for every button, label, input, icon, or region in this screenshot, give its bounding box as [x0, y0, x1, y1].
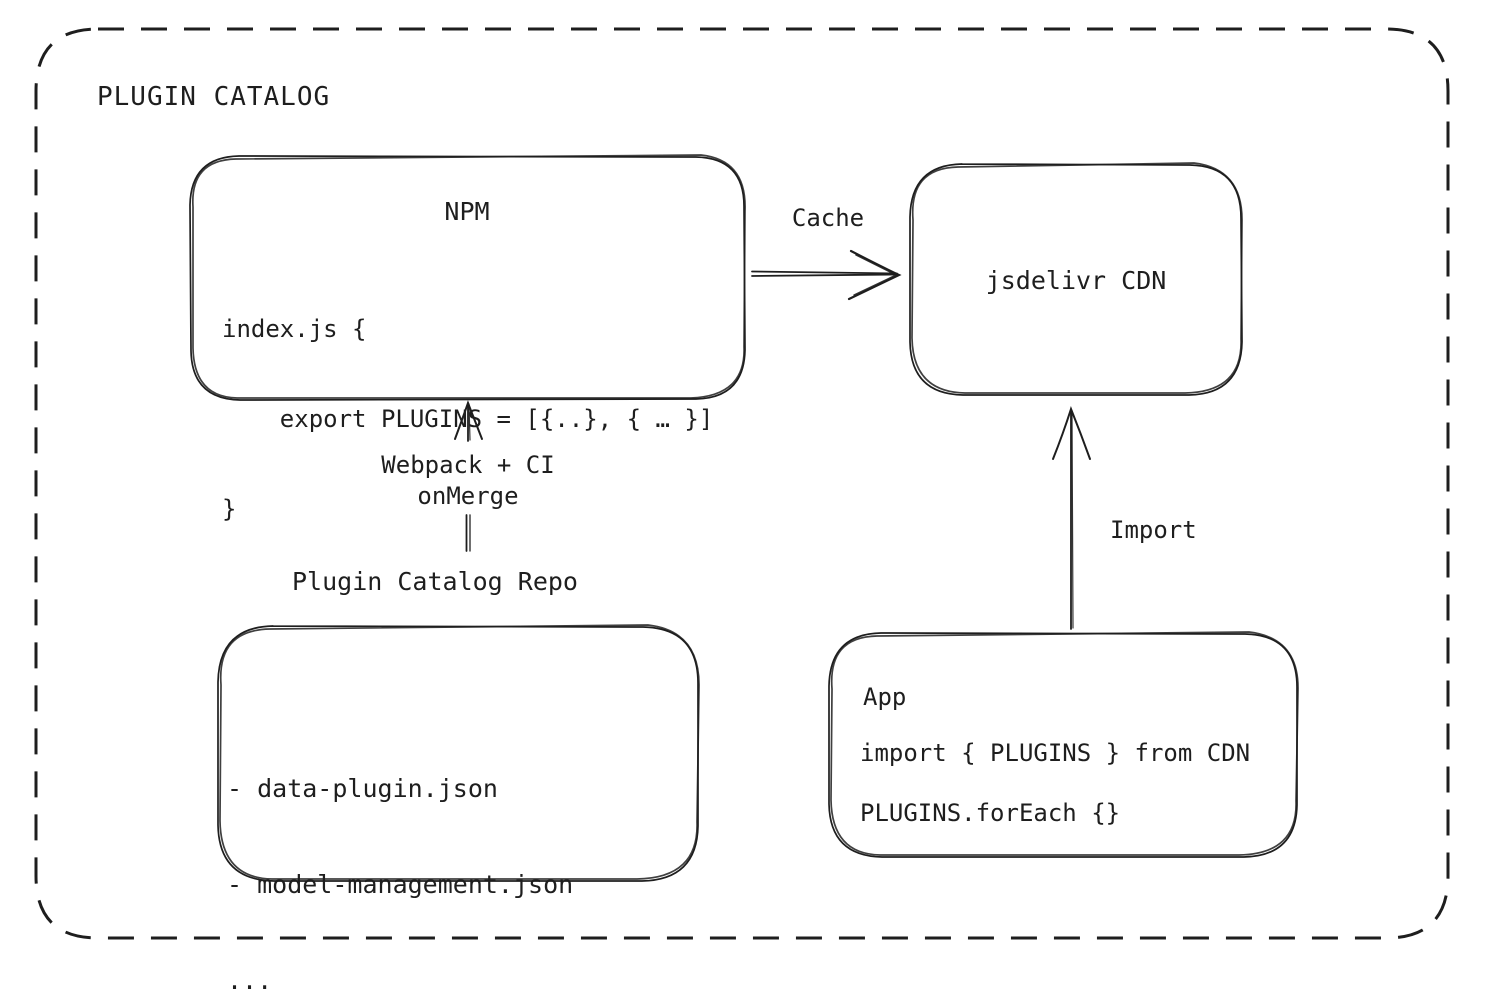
plugin-catalog-title: PLUGIN CATALOG	[97, 82, 331, 112]
import-edge-label: Import	[1110, 516, 1197, 544]
cdn-node-box	[909, 162, 1243, 396]
npm-code-line-3: }	[222, 495, 237, 523]
npm-node-box	[189, 154, 746, 401]
build-arrow	[454, 400, 483, 552]
repo-file-item-3: ...	[227, 966, 273, 995]
build-edge-label-line1: Webpack + CI	[381, 451, 555, 479]
cache-edge-label: Cache	[791, 204, 865, 232]
app-code-line-1: import { PLUGINS } from CDN	[860, 739, 1251, 767]
plugin-catalog-frame-border	[34, 27, 1450, 940]
build-edge-label-line2: onMerge	[417, 482, 519, 510]
npm-code-line-1: index.js {	[222, 315, 367, 343]
cdn-node-label: jsdelivr CDN	[985, 266, 1167, 295]
npm-code-block: index.js { export PLUGINS = [{..}, { … }…	[222, 254, 713, 584]
repo-file-item-1: - data-plugin.json	[227, 774, 498, 803]
app-code-line-2: PLUGINS.forEach {}	[860, 799, 1121, 827]
npm-code-line-2: export PLUGINS = [{..}, { … }]	[222, 405, 714, 433]
import-arrow	[1052, 406, 1091, 630]
cache-arrow	[751, 249, 902, 301]
app-node-box	[828, 631, 1299, 858]
repo-file-item-2: - model-management.json	[227, 870, 574, 899]
repo-node-title: Plugin Catalog Repo	[292, 567, 578, 596]
repo-file-list: - data-plugin.json - model-management.js…	[227, 709, 573, 1002]
repo-node-box	[217, 624, 700, 882]
npm-node-title: NPM	[444, 197, 490, 226]
app-node-title: App	[863, 683, 907, 711]
